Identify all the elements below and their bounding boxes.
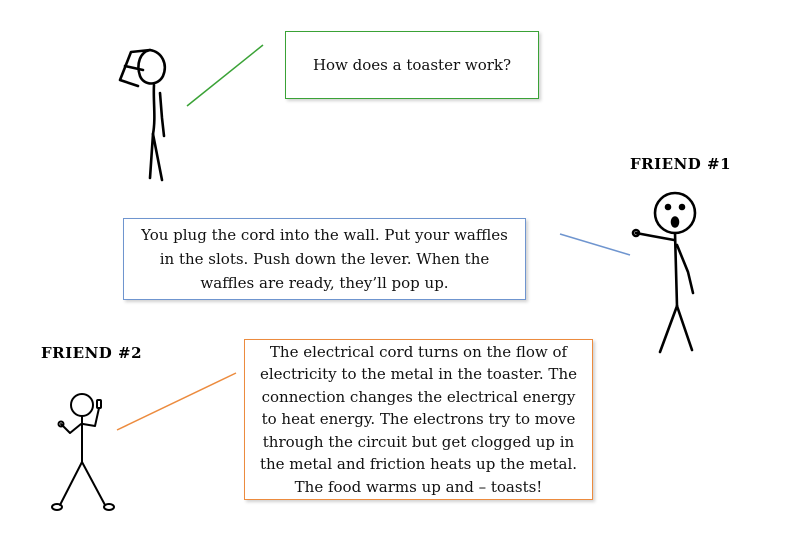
friend2-answer-bubble: The electrical cord turns on the flow of… [244, 339, 593, 500]
friend2-connector-line [116, 372, 237, 431]
question-connector-line [186, 44, 264, 107]
friend1-label: FRIEND #1 [630, 155, 732, 173]
friend2-answer-text: The electrical cord turns on the flow of… [259, 342, 578, 496]
question-text: How does a toaster work? [312, 56, 512, 74]
thinking-stick-figure-icon [118, 48, 167, 182]
friend1-answer-text: You plug the cord into the wall. Put you… [141, 226, 508, 292]
surprised-stick-figure-icon [631, 191, 697, 354]
friend1-answer-bubble: You plug the cord into the wall. Put you… [123, 218, 526, 300]
phone-stick-figure-icon [51, 393, 115, 511]
friend2-label: FRIEND #2 [41, 344, 143, 362]
friend1-connector-line [559, 233, 631, 256]
question-bubble: How does a toaster work? [285, 31, 539, 99]
